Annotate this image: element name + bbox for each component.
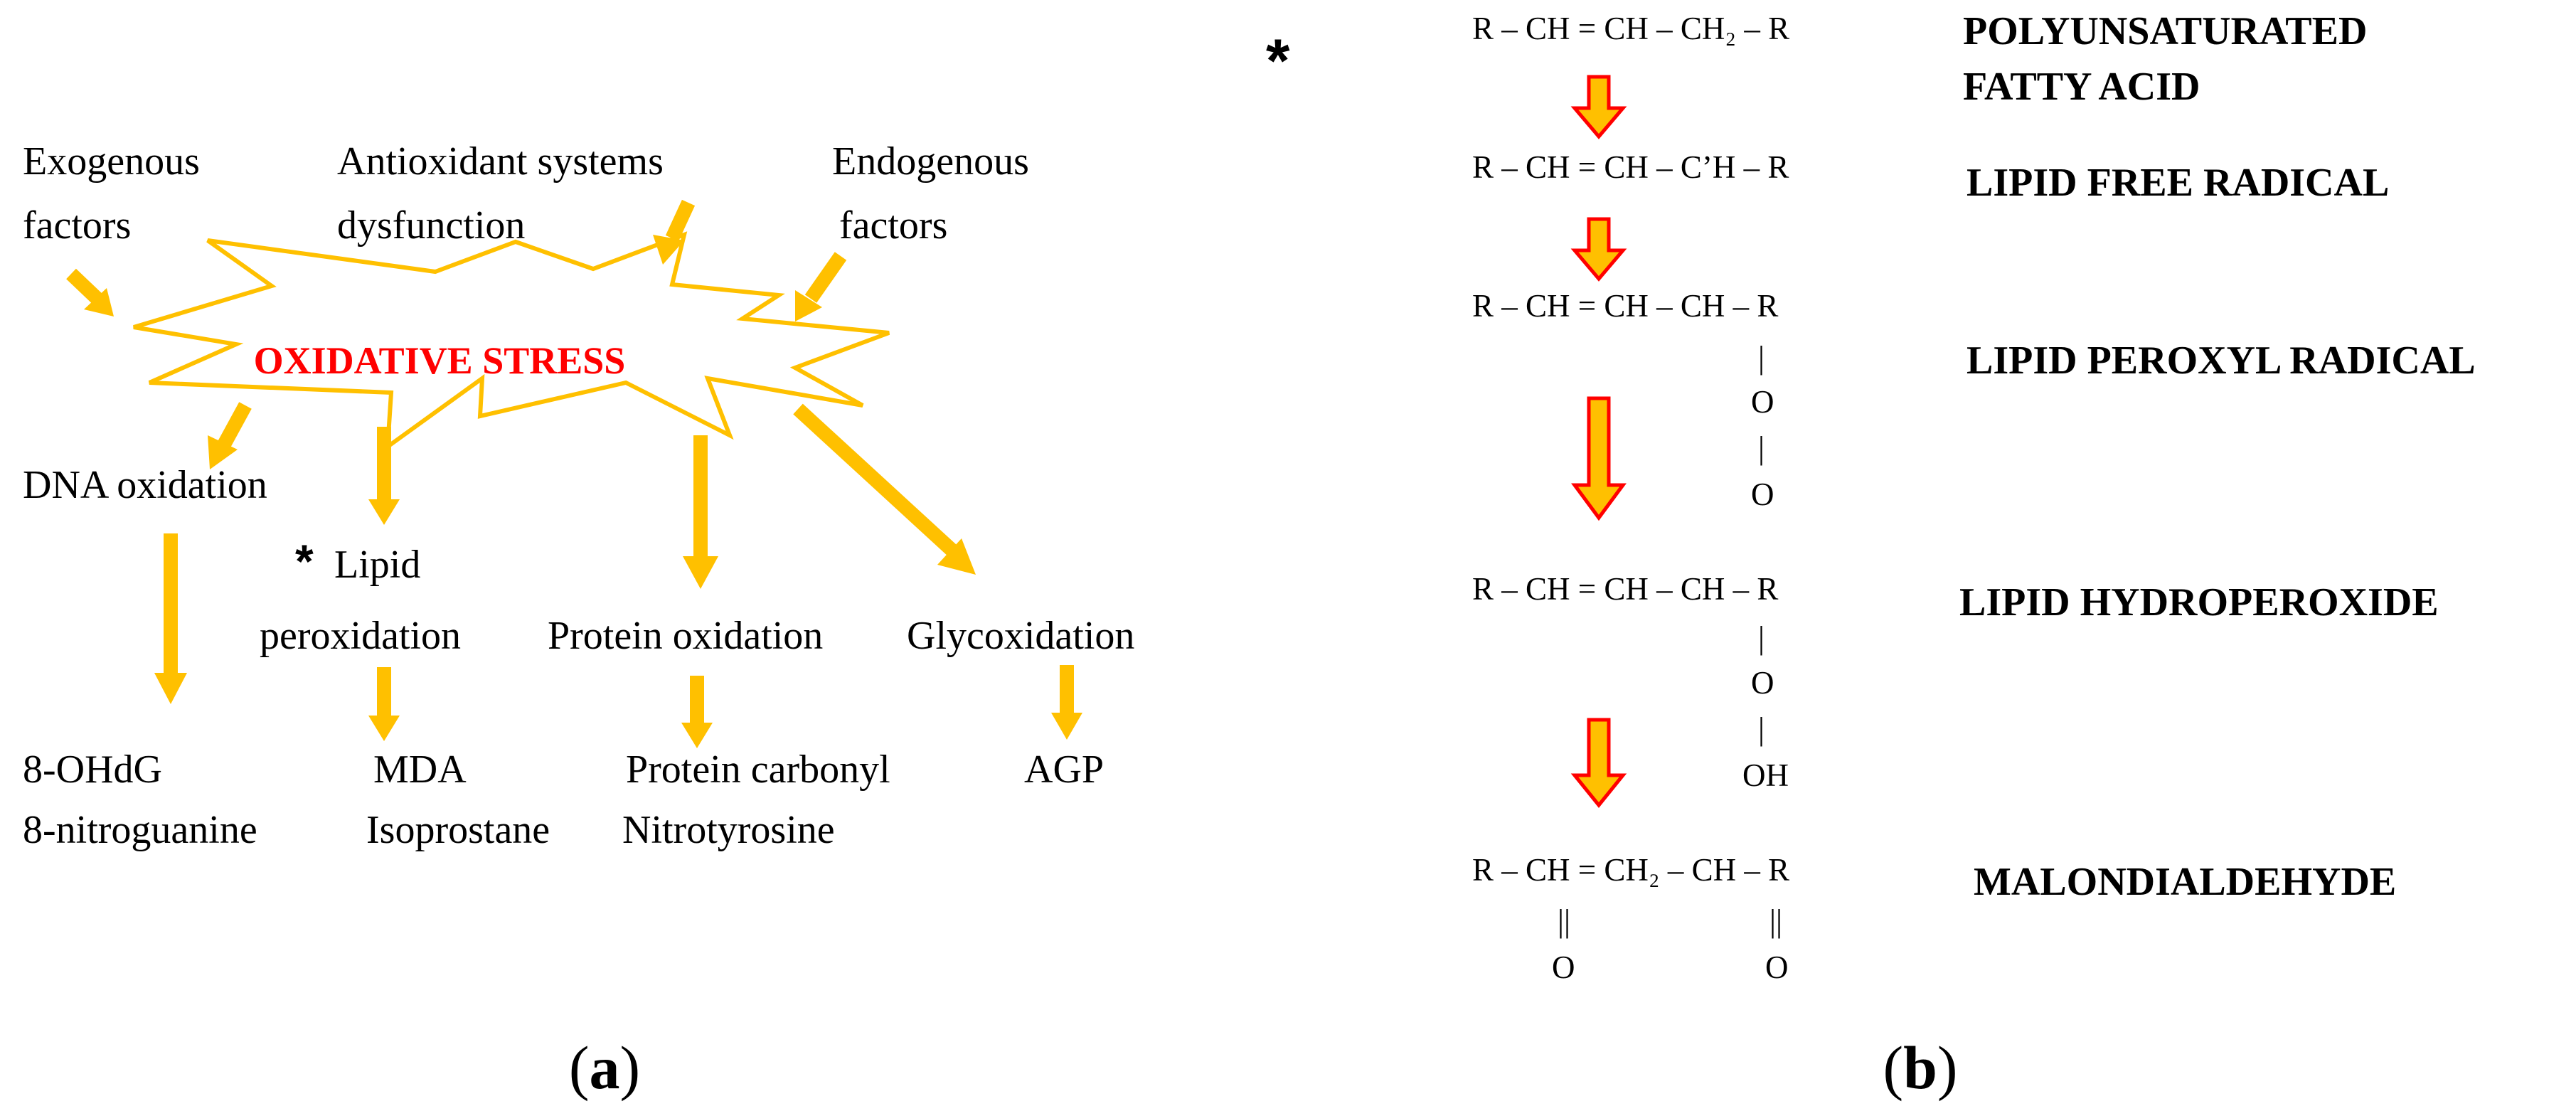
panel-a-label: (a) <box>569 1033 640 1102</box>
hydroperoxide-oh: OH <box>1742 757 1789 793</box>
lipid-arrowhead <box>368 499 400 525</box>
hydroperoxide-o: O <box>1751 665 1774 701</box>
protein-marker-2: Nitrotyrosine <box>622 808 835 852</box>
lipid-marker-1: MDA <box>373 748 467 792</box>
glycoxidation-label: Glycoxidation <box>907 614 1134 658</box>
lipid-label-line2: peroxidation <box>260 614 461 658</box>
mda-o-1: O <box>1552 950 1575 985</box>
exogenous-arrow <box>66 268 106 308</box>
exogenous-label-line1: Exogenous <box>23 139 200 184</box>
endogenous-arrow <box>804 252 847 303</box>
protein-marker-arrowhead <box>681 723 713 748</box>
pufa-formula: R – CH = CH – CH₂ – R <box>1472 11 1789 46</box>
mda-name: MALONDIALDEHYDE <box>1974 860 2396 904</box>
dna-arrowhead <box>208 435 238 469</box>
dna-marker-arrowhead <box>154 673 187 704</box>
panel-a: OXIDATIVE STRESS Exogenous factors Antio… <box>23 139 1134 1102</box>
hydroperoxide-bond-2: | <box>1758 711 1765 747</box>
endogenous-label-line2: factors <box>839 203 947 248</box>
pufa-name-line1: POLYUNSATURATED <box>1963 9 2367 53</box>
exogenous-arrowhead <box>84 288 114 317</box>
lipid-star: * <box>295 535 314 587</box>
glycoxidation-arrowhead <box>937 538 976 575</box>
lipid-marker-arrowhead <box>368 716 400 741</box>
antioxidant-label-line1: Antioxidant systems <box>337 139 664 184</box>
peroxyl-name: LIPID PEROXYL RADICAL <box>1966 339 2476 383</box>
antioxidant-arrowhead <box>653 235 684 265</box>
lipid-marker-2: Isoprostane <box>366 808 550 852</box>
pathway-star: * <box>1266 27 1290 95</box>
peroxyl-bond-2: | <box>1758 430 1765 466</box>
dna-arrow <box>218 402 252 448</box>
mda-double-bond-1: || <box>1558 903 1570 939</box>
lipid-label-line1: Lipid <box>334 543 420 587</box>
protein-arrowhead <box>683 556 718 589</box>
dna-marker-2: 8-nitroguanine <box>23 808 257 852</box>
glycoxidation-arrow <box>793 403 958 557</box>
panel-b: * R – CH = CH – CH₂ – R POLYUNSATURATED … <box>1266 9 2476 1102</box>
glyco-marker-arrowhead <box>1051 713 1082 740</box>
antioxidant-arrow <box>665 199 696 242</box>
pathway-arrow-2 <box>1570 217 1627 282</box>
peroxyl-bond-1: | <box>1758 340 1765 376</box>
hydroperoxide-name: LIPID HYDROPEROXIDE <box>1959 580 2439 624</box>
mda-formula: R – CH = CH₂ – CH – R <box>1472 852 1789 888</box>
peroxyl-o-2: O <box>1751 477 1774 512</box>
free-radical-formula: R – CH = CH – C’H – R <box>1472 149 1789 185</box>
free-radical-name: LIPID FREE RADICAL <box>1966 161 2389 205</box>
pathway-arrow-3 <box>1571 396 1627 521</box>
dna-marker-1: 8-OHdG <box>23 748 162 792</box>
pathway-arrow-1 <box>1570 75 1627 139</box>
glyco-marker-1: AGP <box>1024 748 1104 792</box>
endogenous-arrowhead <box>795 290 822 321</box>
pathway-arrow-4 <box>1570 718 1627 808</box>
hydroperoxide-formula: R – CH = CH – CH – R <box>1472 571 1778 607</box>
antioxidant-label-line2: dysfunction <box>337 203 525 248</box>
mda-o-2: O <box>1765 950 1789 985</box>
oxidative-stress-label: OXIDATIVE STRESS <box>254 339 626 382</box>
hydroperoxide-bond-1: | <box>1758 620 1765 656</box>
peroxyl-o-1: O <box>1751 384 1774 420</box>
panel-b-label: (b) <box>1883 1033 1957 1102</box>
protein-marker-1: Protein carbonyl <box>626 748 890 792</box>
endogenous-label-line1: Endogenous <box>832 139 1029 184</box>
pufa-name-line2: FATTY ACID <box>1963 65 2200 109</box>
exogenous-label-line2: factors <box>23 203 131 248</box>
protein-oxidation-label: Protein oxidation <box>548 614 823 658</box>
peroxyl-formula: R – CH = CH – CH – R <box>1472 288 1778 324</box>
mda-double-bond-2: || <box>1769 903 1782 939</box>
dna-oxidation-label: DNA oxidation <box>23 463 267 507</box>
